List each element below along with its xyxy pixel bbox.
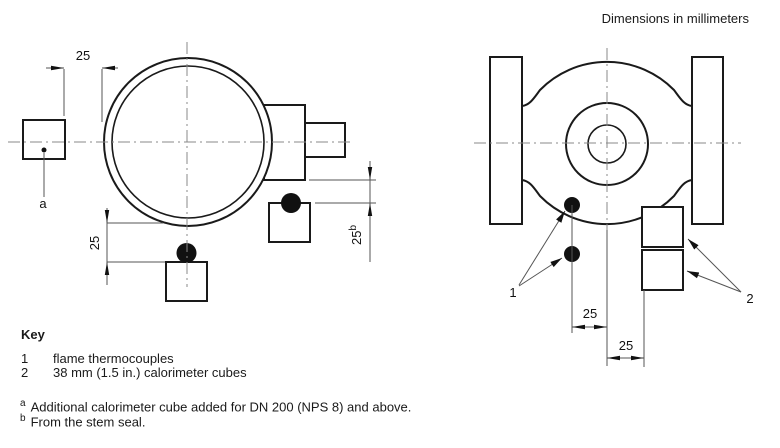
- key-item: 1 flame thermocouples: [21, 352, 174, 366]
- key-item-label: 38 mm (1.5 in.) calorimeter cubes: [53, 365, 247, 380]
- cube-a-leader-dot: [41, 147, 47, 153]
- dimension-tc-offset: 25: [572, 306, 607, 330]
- calorimeter-cube-bottom: [165, 261, 208, 302]
- dimension-value: 25: [76, 48, 90, 63]
- key-item-ref: 1: [21, 351, 29, 366]
- calorimeter-cube-lower: [641, 249, 684, 291]
- thermocouple-dot: [176, 243, 197, 263]
- calorimeter-cube-upper: [641, 206, 684, 248]
- callout-cubes: 2: [686, 238, 754, 306]
- footnote-a: a Additional calorimeter cube added for D…: [20, 397, 411, 414]
- footnote-text: Additional calorimeter cube added for DN…: [30, 399, 412, 415]
- right-view-side-view: 25 25 1 2: [474, 48, 754, 367]
- dimension-value: 25: [583, 306, 597, 321]
- key-title: Key: [21, 327, 45, 342]
- callout-label: 2: [746, 291, 753, 306]
- key-item-label: flame thermocouples: [53, 351, 174, 366]
- cube-a-label: a: [39, 196, 47, 211]
- key-item: 2 38 mm (1.5 in.) calorimeter cubes: [21, 366, 247, 380]
- left-flange: [489, 56, 523, 225]
- dimension-value: 25: [619, 338, 633, 353]
- right-flange: [691, 56, 724, 225]
- stem-end: [304, 122, 346, 158]
- dimension-cube-offset: 25: [607, 338, 644, 361]
- callout-thermocouples: 1: [509, 210, 566, 300]
- footnote-b: b From the stem seal.: [20, 412, 145, 429]
- footnote-marker: b: [20, 413, 26, 424]
- dimension-cube-gap: 25: [46, 48, 118, 122]
- footnote-text: From the stem seal.: [30, 414, 146, 430]
- units-note: Dimensions in millimeters: [601, 11, 749, 26]
- dimension-bottom-offset: 25: [87, 208, 165, 285]
- dimension-stem-offset: 25b: [309, 161, 376, 262]
- callout-label: 1: [509, 285, 516, 300]
- key-item-ref: 2: [21, 365, 29, 380]
- dimension-value: 25b: [348, 225, 364, 245]
- left-view-end-view: a 25: [8, 42, 376, 302]
- thermocouple-dot: [281, 193, 301, 213]
- dimension-value: 25: [87, 236, 102, 250]
- footnote-marker: a: [20, 398, 26, 409]
